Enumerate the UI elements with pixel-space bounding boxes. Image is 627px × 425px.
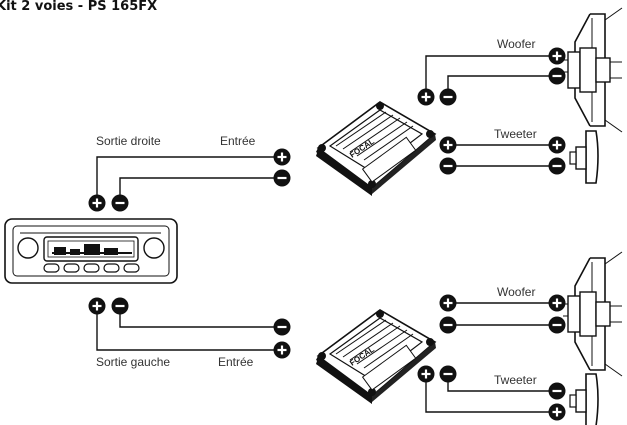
diagram-title: Kit 2 voies - PS 165FX xyxy=(0,0,157,14)
label-sortie-gauche: Sortie gauche xyxy=(96,355,170,369)
minus-terminal-icon xyxy=(548,316,566,334)
minus-terminal-icon xyxy=(111,297,129,315)
minus-terminal-icon xyxy=(111,194,129,212)
plus-terminal-icon xyxy=(88,194,106,212)
minus-terminal-icon xyxy=(548,157,566,175)
plus-terminal-icon xyxy=(439,136,457,154)
car-radio-icon xyxy=(4,218,178,284)
plus-terminal-icon xyxy=(548,136,566,154)
crossover-bottom: FOCAL xyxy=(316,309,437,404)
wire-tweeter-bottom-positive xyxy=(425,374,557,413)
minus-terminal-icon xyxy=(548,382,566,400)
wire-left-positive xyxy=(96,306,282,351)
minus-terminal-icon xyxy=(548,67,566,85)
plus-terminal-icon xyxy=(439,294,457,312)
wire-right-positive xyxy=(96,156,282,203)
minus-terminal-icon xyxy=(439,365,457,383)
woofer-bottom-icon xyxy=(563,251,623,377)
label-sortie-droite: Sortie droite xyxy=(96,134,161,148)
plus-terminal-icon xyxy=(548,294,566,312)
wire-left-negative xyxy=(119,306,282,328)
minus-terminal-icon xyxy=(439,316,457,334)
wire-woofer-top-negative xyxy=(447,75,557,97)
plus-terminal-icon xyxy=(548,403,566,421)
minus-terminal-icon xyxy=(439,88,457,106)
minus-terminal-icon xyxy=(273,169,291,187)
terminals xyxy=(88,47,566,421)
label-entree-top: Entrée xyxy=(220,134,256,148)
crossover-top: FOCAL xyxy=(316,101,437,196)
minus-terminal-icon xyxy=(439,157,457,175)
plus-terminal-icon xyxy=(548,47,566,65)
wire-right-negative xyxy=(119,177,282,203)
label-entree-bottom: Entrée xyxy=(218,355,254,369)
label-tweeter-bottom: Tweeter xyxy=(494,373,537,387)
plus-terminal-icon xyxy=(88,297,106,315)
tweeter-top-icon xyxy=(569,130,599,184)
label-woofer-top: Woofer xyxy=(497,37,535,51)
plus-terminal-icon xyxy=(417,365,435,383)
plus-terminal-icon xyxy=(417,88,435,106)
wire-woofer-top-positive xyxy=(425,55,557,97)
label-woofer-bottom: Woofer xyxy=(497,285,535,299)
minus-terminal-icon xyxy=(273,318,291,336)
tweeter-bottom-icon xyxy=(569,373,599,425)
label-tweeter-top: Tweeter xyxy=(494,127,537,141)
plus-terminal-icon xyxy=(273,341,291,359)
plus-terminal-icon xyxy=(273,148,291,166)
woofer-top-icon xyxy=(563,7,623,133)
